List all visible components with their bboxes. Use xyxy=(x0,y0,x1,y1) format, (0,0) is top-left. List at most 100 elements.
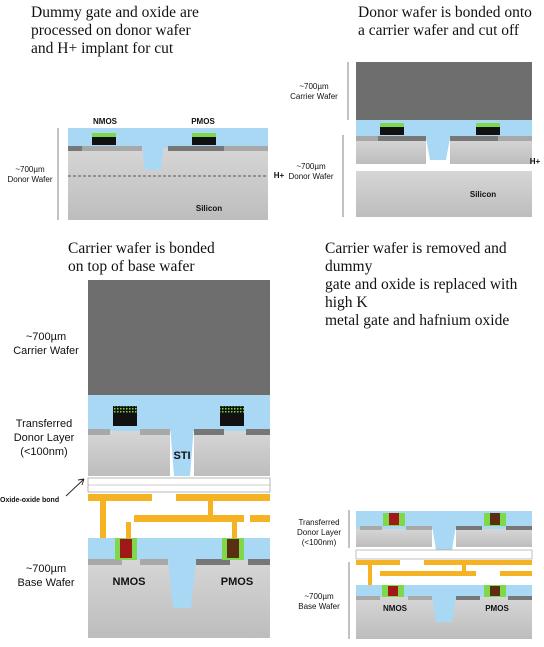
active-region-dark xyxy=(506,526,532,530)
top-silicon xyxy=(456,529,532,547)
active-region-dark xyxy=(246,429,270,435)
transferred-silicon xyxy=(194,431,270,476)
dummy-gate xyxy=(113,414,137,426)
transferred-layer-label: Transferred Donor Layer (<100nm) xyxy=(4,417,84,459)
carrier-wafer xyxy=(356,62,532,120)
carrier-wafer-label: Carrier Wafer xyxy=(290,92,338,101)
base-thickness-label: ~700µm Base Wafer xyxy=(6,562,86,590)
thickness-value: ~700µm xyxy=(296,162,326,171)
donor-wafer-remainder xyxy=(356,171,532,217)
nmos-label: NMOS xyxy=(112,576,146,588)
caption-panel-3: Carrier wafer is bonded on top of base w… xyxy=(68,240,268,276)
active-region-dark xyxy=(168,146,224,151)
gate-cap xyxy=(476,123,500,127)
sti-trench xyxy=(432,526,456,550)
dummy-gate xyxy=(220,414,244,426)
carrier-wafer-label: Carrier Wafer xyxy=(13,345,79,357)
active-region-light xyxy=(224,146,268,151)
metal-gate-nmos xyxy=(120,539,132,558)
active-region-light xyxy=(356,136,378,141)
caption-panel-1: Dummy gate and oxide are processed on do… xyxy=(31,4,271,58)
base-wafer-label: Base Wafer xyxy=(298,602,340,611)
cut-gap xyxy=(356,164,532,171)
metal-line xyxy=(500,571,532,576)
thickness-value: ~700µm xyxy=(299,82,329,91)
dummy-gate-nmos xyxy=(92,137,116,145)
metal-line xyxy=(176,494,270,501)
dummy-gate xyxy=(380,127,404,135)
metal-via xyxy=(208,501,213,515)
silicon-substrate xyxy=(68,148,268,220)
active-region-light xyxy=(82,146,142,151)
metal-line xyxy=(250,515,270,522)
metal-line xyxy=(356,560,400,565)
donor-layer-silicon xyxy=(450,138,532,164)
caption-line: Carrier wafer is removed and dummy xyxy=(325,240,507,275)
thickness-value: (<100nm) xyxy=(20,446,68,458)
silicon-label: Silicon xyxy=(469,190,497,199)
caption-line: processed on donor wafer xyxy=(31,22,191,39)
metal-via xyxy=(100,501,106,538)
metal-gate-nmos xyxy=(388,586,398,596)
active-region-dark xyxy=(456,596,480,600)
active-region-dark xyxy=(456,526,482,530)
active-region-light xyxy=(498,136,532,141)
carrier-thickness-label: ~700µm Carrier Wafer xyxy=(282,82,346,102)
base-wafer-label: Base Wafer xyxy=(17,577,75,589)
caption-line: on top of base wafer xyxy=(68,258,195,275)
caption-line: a carrier wafer and cut off xyxy=(358,22,520,39)
panel-3-stacked xyxy=(65,280,271,638)
thickness-value: ~700µm xyxy=(25,563,67,575)
oxide-bond-label: Oxide-oxide bond xyxy=(0,497,60,504)
caption-line: and H+ implant for cut xyxy=(31,40,174,57)
metal-via xyxy=(232,522,237,538)
panel-4-final xyxy=(348,510,533,639)
top-silicon xyxy=(356,529,432,547)
carrier-wafer xyxy=(88,280,270,395)
dummy-gate xyxy=(476,127,500,135)
transferred-silicon xyxy=(88,431,170,476)
silicon-label: Silicon xyxy=(195,204,223,213)
sti-trench xyxy=(168,560,196,608)
dummy-gate-hatched xyxy=(113,406,137,414)
base-thickness-label: ~700µm Base Wafer xyxy=(290,592,348,612)
thickness-label: ~700µm Donor Wafer xyxy=(2,165,58,185)
hplus-label: H+ xyxy=(529,157,541,166)
donor-layer-text: Donor Layer xyxy=(13,432,75,444)
oxide-bond-layer xyxy=(355,549,533,560)
caption-line: metal gate and hafnium oxide xyxy=(325,312,510,329)
sti-trench xyxy=(432,597,456,622)
metal-line xyxy=(134,515,244,522)
caption-panel-4: Carrier wafer is removed and dummy gate … xyxy=(325,240,544,330)
metal-line xyxy=(380,571,476,576)
panel-1-donor-wafer xyxy=(57,128,268,220)
caption-line: gate and oxide is replaced with high K xyxy=(325,276,518,311)
metal-gate-pmos xyxy=(227,539,239,558)
donor-wafer-label: Donor Wafer xyxy=(288,172,334,181)
pmos-label: PMOS xyxy=(220,576,254,588)
nmos-label: NMOS xyxy=(93,117,117,126)
hplus-label: H+ xyxy=(273,171,285,180)
donor-layer-silicon xyxy=(356,138,426,164)
donor-wafer-label: Donor Wafer xyxy=(7,175,53,184)
dummy-gate-pmos xyxy=(192,137,216,145)
metal-gate-pmos xyxy=(490,513,500,525)
metal-gate-nmos xyxy=(389,513,399,525)
active-region-light xyxy=(406,526,432,530)
active-region-light xyxy=(356,596,380,600)
thickness-value: ~700µm xyxy=(304,592,334,601)
donor-layer-text: Donor Layer xyxy=(296,528,342,537)
active-region-dark xyxy=(196,559,230,565)
gate-cap-nmos xyxy=(92,133,116,137)
metal-via xyxy=(462,565,466,571)
active-region-light xyxy=(360,526,382,530)
carrier-thickness-label: ~700µm Carrier Wafer xyxy=(6,330,86,358)
caption-panel-2: Donor wafer is bonded onto a carrier waf… xyxy=(358,4,543,40)
sti-trench xyxy=(140,128,166,170)
active-region-light xyxy=(408,596,432,600)
caption-line: Donor wafer is bonded onto xyxy=(358,4,532,21)
sti-label: STI xyxy=(173,450,191,462)
gate-cap xyxy=(380,123,404,127)
sti-trench xyxy=(170,425,194,476)
active-region-dark xyxy=(450,136,498,141)
